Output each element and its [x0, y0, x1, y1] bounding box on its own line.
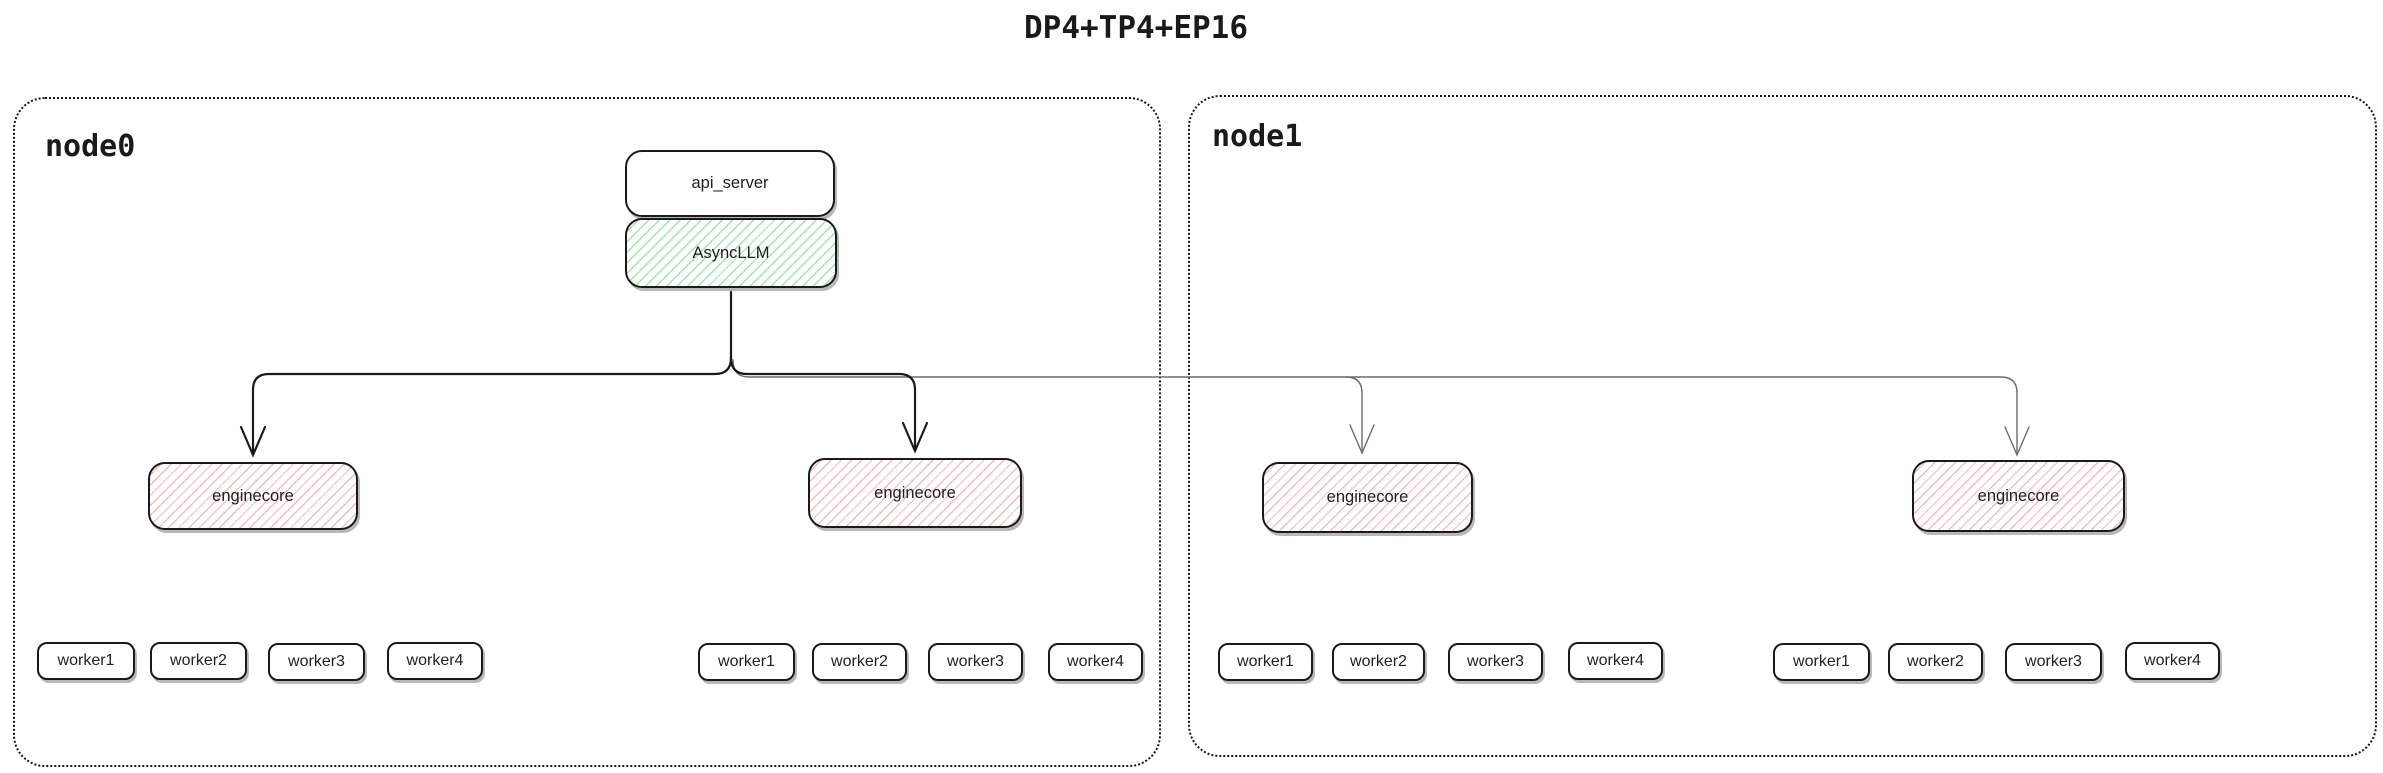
worker-box: worker4 [2125, 642, 2220, 680]
worker-box: worker1 [1218, 643, 1313, 681]
worker-box: worker3 [1448, 643, 1543, 681]
worker-box: worker3 [268, 643, 365, 681]
enginecore-box-node0-2: enginecore [808, 458, 1022, 528]
enginecore-box-node1-2: enginecore [1912, 460, 2125, 532]
worker-box: worker2 [1332, 643, 1425, 681]
enginecore-box-node1-1: enginecore [1262, 462, 1473, 533]
node1-label: node1 [1212, 119, 1303, 154]
worker-box: worker2 [150, 642, 247, 680]
asyncllm-box: AsyncLLM [625, 218, 837, 288]
api-server-box: api_server [625, 150, 835, 217]
worker-box: worker4 [387, 642, 483, 680]
node0-label: node0 [45, 129, 136, 164]
enginecore-box-node0-1: enginecore [148, 462, 358, 530]
worker-box: worker3 [2005, 643, 2102, 681]
worker-box: worker1 [698, 643, 795, 681]
worker-box: worker2 [812, 643, 907, 681]
worker-box: worker4 [1048, 643, 1143, 681]
diagram-title: DP4+TP4+EP16 [1024, 10, 1248, 46]
worker-box: worker4 [1568, 642, 1663, 680]
worker-box: worker3 [928, 643, 1023, 681]
worker-box: worker1 [37, 642, 135, 680]
worker-box: worker2 [1888, 643, 1983, 681]
worker-box: worker1 [1773, 643, 1870, 681]
